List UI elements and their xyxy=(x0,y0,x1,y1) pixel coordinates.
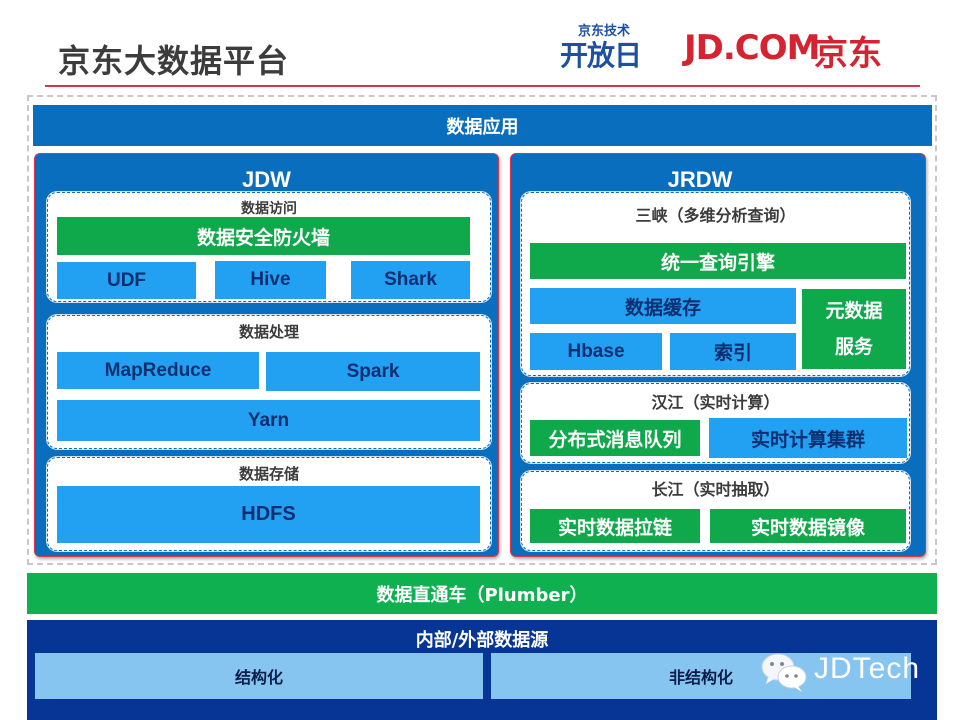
title-underline xyxy=(45,85,920,87)
jdw-processing-label: 数据处理 xyxy=(238,322,299,341)
jdw-storage-label: 数据存储 xyxy=(238,464,299,483)
jrdw-title: JRDW xyxy=(667,167,733,192)
data-application-layer: 数据应用 xyxy=(33,105,932,146)
metadata-service-line2: 服务 xyxy=(834,336,873,358)
wechat-icon xyxy=(761,653,807,692)
jd-brand-logo: JD.COM xyxy=(684,28,820,68)
jd-brand-logo-cn: 京东 xyxy=(814,34,882,74)
metadata-service-line1: 元数据 xyxy=(825,300,883,322)
plumber-layer: 数据直通车（Plumber） xyxy=(27,573,937,614)
platform-frame xyxy=(27,95,937,565)
open-day-logo-big: 开放日 xyxy=(560,39,642,72)
jdw-access-label: 数据访问 xyxy=(241,201,297,217)
page-title: 京东大数据平台 xyxy=(58,42,290,80)
hdfs-block: HDFS xyxy=(57,486,480,543)
realtime-data-mirror-block: 实时数据镜像 xyxy=(710,509,906,543)
jdtech-watermark: JDTech xyxy=(758,650,938,694)
distributed-mq-block: 分布式消息队列 xyxy=(530,420,700,456)
yarn-block: Yarn xyxy=(57,400,480,441)
changjiang-label: 长江（实时抽取） xyxy=(651,480,780,499)
unstructured-source: 非结构化 xyxy=(491,653,911,699)
realtime-data-chain-block: 实时数据拉链 xyxy=(530,509,700,543)
spark-block: Spark xyxy=(266,352,480,391)
mapreduce-block: MapReduce xyxy=(57,352,259,389)
index-block: 索引 xyxy=(670,333,796,370)
open-day-logo-small: 京东技术 xyxy=(578,24,631,39)
udf-block: UDF xyxy=(57,262,196,299)
unified-query-engine: 统一查询引擎 xyxy=(530,243,906,279)
data-sources-title: 内部/外部数据源 xyxy=(415,630,549,651)
data-cache-block: 数据缓存 xyxy=(530,288,796,324)
jdw-title: JDW xyxy=(242,167,291,192)
sanxia-label: 三峡（多维分析查询） xyxy=(635,206,796,225)
realtime-compute-cluster-block: 实时计算集群 xyxy=(709,418,907,458)
open-day-logo: 京东技术 开放日 xyxy=(560,20,672,72)
hanjiang-label: 汉江（实时计算） xyxy=(651,393,780,412)
shark-block: Shark xyxy=(351,261,470,299)
hbase-block: Hbase xyxy=(530,333,662,370)
watermark-text: JDTech xyxy=(814,652,921,685)
structured-source: 结构化 xyxy=(35,653,483,699)
metadata-service-block: 元数据 服务 xyxy=(802,289,906,369)
hive-block: Hive xyxy=(215,261,326,299)
data-security-firewall: 数据安全防火墙 xyxy=(57,217,470,255)
